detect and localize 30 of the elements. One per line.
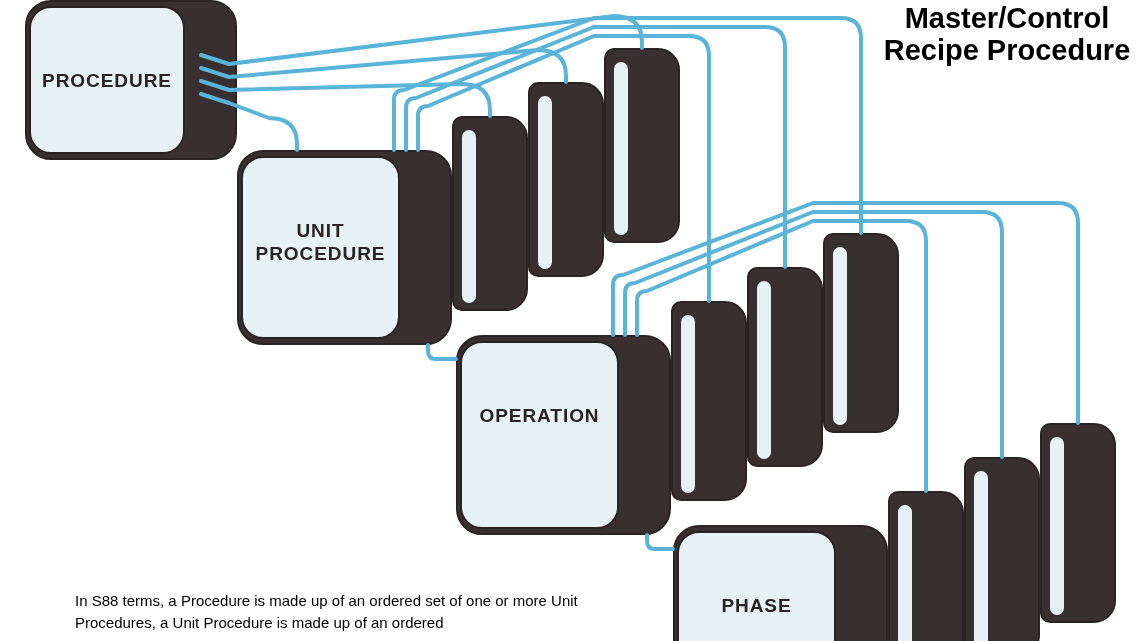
stacked-block: [747, 267, 823, 467]
block-label: PHASE: [721, 595, 792, 618]
stacked-block: [1040, 423, 1116, 623]
connector-line: [199, 92, 299, 152]
connector-line: [199, 48, 568, 84]
connector-line: [426, 343, 458, 361]
stacked-block: [964, 457, 1040, 641]
connector-line: [199, 14, 644, 66]
connector-line: [199, 79, 492, 118]
connector-line: [635, 219, 928, 493]
block-label: OPERATION: [479, 405, 600, 428]
connector-line: [645, 533, 675, 551]
connector-line: [404, 25, 787, 269]
caption: In S88 terms, a Procedure is made up of an ordered set of one or more Unit Procedures, a Unit Procedure is made up of an ordered: [75, 591, 579, 633]
stacked-block: [452, 116, 528, 311]
stacked-block: [604, 48, 680, 243]
connector-line: [611, 201, 1080, 425]
block-label: PROCEDURE: [42, 70, 172, 93]
connector-line: [623, 210, 1004, 459]
stacked-block: [888, 491, 964, 641]
diagram-title: Master/Control Recipe Procedure: [882, 2, 1132, 66]
module-block: [25, 0, 237, 160]
block-label: UNIT PROCEDURE: [254, 220, 387, 266]
stacked-block: [528, 82, 604, 277]
stacked-block: [823, 233, 899, 433]
module-block: [456, 335, 671, 535]
module-block: [237, 150, 452, 345]
connector-line: [392, 16, 863, 235]
stacked-block: [671, 301, 747, 501]
connector-line: [416, 34, 711, 303]
